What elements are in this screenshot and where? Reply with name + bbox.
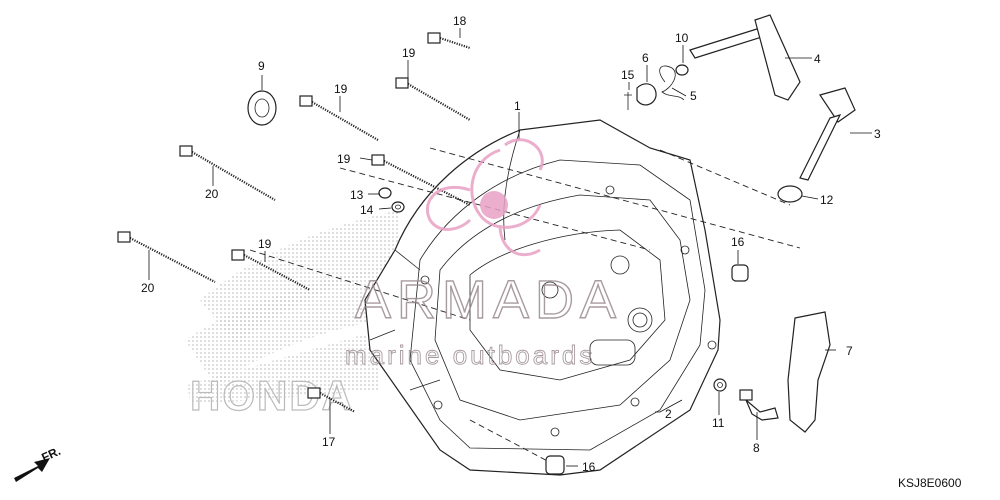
pin-15: [624, 92, 632, 110]
crankcase-cover: [364, 119, 721, 476]
spring-5: [659, 65, 685, 101]
bolt-20-upper: [179, 145, 276, 201]
callout-1: 1: [514, 99, 521, 113]
direction-arrow-icon: [14, 458, 50, 482]
callout-19-lower: 19: [258, 237, 272, 251]
washer-14: [391, 201, 405, 213]
callout-10: 10: [675, 31, 689, 45]
watermark-tagline: marine outboards: [345, 340, 595, 370]
callout-6: 6: [642, 51, 649, 65]
callout-12: 12: [820, 193, 834, 207]
callout-8: 8: [753, 441, 760, 455]
guide-plate-7: [787, 311, 831, 433]
bolt-20-lower: [117, 231, 216, 283]
callout-16-upper: 16: [731, 235, 745, 249]
watermark-swirl-icon: [425, 138, 544, 257]
leader-lines: [148, 28, 872, 467]
callout-19-left: 19: [334, 82, 348, 96]
callout-2: 2: [665, 407, 672, 421]
callout-19-top: 19: [402, 46, 416, 60]
washer-10: [675, 64, 689, 76]
direction-label: FR.: [39, 444, 62, 465]
callout-9: 9: [258, 59, 265, 73]
diagram-code: KSJ8E0600: [898, 476, 962, 490]
washer-11: [713, 378, 727, 392]
callout-20-upper: 20: [205, 187, 219, 201]
callout-17: 17: [322, 435, 336, 449]
callout-14: 14: [360, 203, 374, 217]
collar-6: [636, 83, 657, 106]
bolt-19-top: [395, 77, 471, 121]
oem-wing-logo: HONDA: [185, 210, 400, 420]
bolt-19-left: [299, 95, 379, 141]
bolt-19-lower: [231, 249, 311, 291]
oil-seal-9: [247, 90, 277, 126]
callout-5: 5: [690, 89, 697, 103]
callout-16-lower: 16: [582, 460, 596, 474]
dowel-16-upper: [731, 264, 749, 282]
watermark-brand: ARMADA: [355, 270, 622, 330]
callout-11: 11: [712, 416, 725, 430]
o-ring-12: [777, 185, 803, 203]
oil-pass-pipe-8: [739, 389, 779, 421]
callout-7: 7: [846, 344, 853, 358]
callout-18: 18: [453, 14, 467, 28]
callouts: 1 2 3 4 5 6 7 8 9 10 11 12 13 14 15 16 1…: [141, 14, 881, 474]
bolt-18: [427, 32, 471, 50]
oem-logo-text: HONDA: [190, 372, 354, 419]
front-direction-indicator: FR.: [14, 444, 63, 482]
callout-20-lower: 20: [141, 281, 155, 295]
lever-4: [689, 14, 801, 101]
callout-15: 15: [621, 68, 635, 82]
watermark-dot-icon: [480, 191, 508, 219]
callout-3: 3: [874, 127, 881, 141]
callout-13: 13: [350, 188, 364, 202]
nut-13: [378, 187, 392, 199]
callout-19-mid: 19: [337, 152, 351, 166]
callout-4: 4: [814, 52, 821, 66]
bolt-17: [307, 387, 356, 413]
oil-filler-cap-3: [799, 87, 856, 181]
watermark: ARMADA marine outboards: [345, 138, 622, 370]
dowel-16-lower: [545, 455, 565, 475]
